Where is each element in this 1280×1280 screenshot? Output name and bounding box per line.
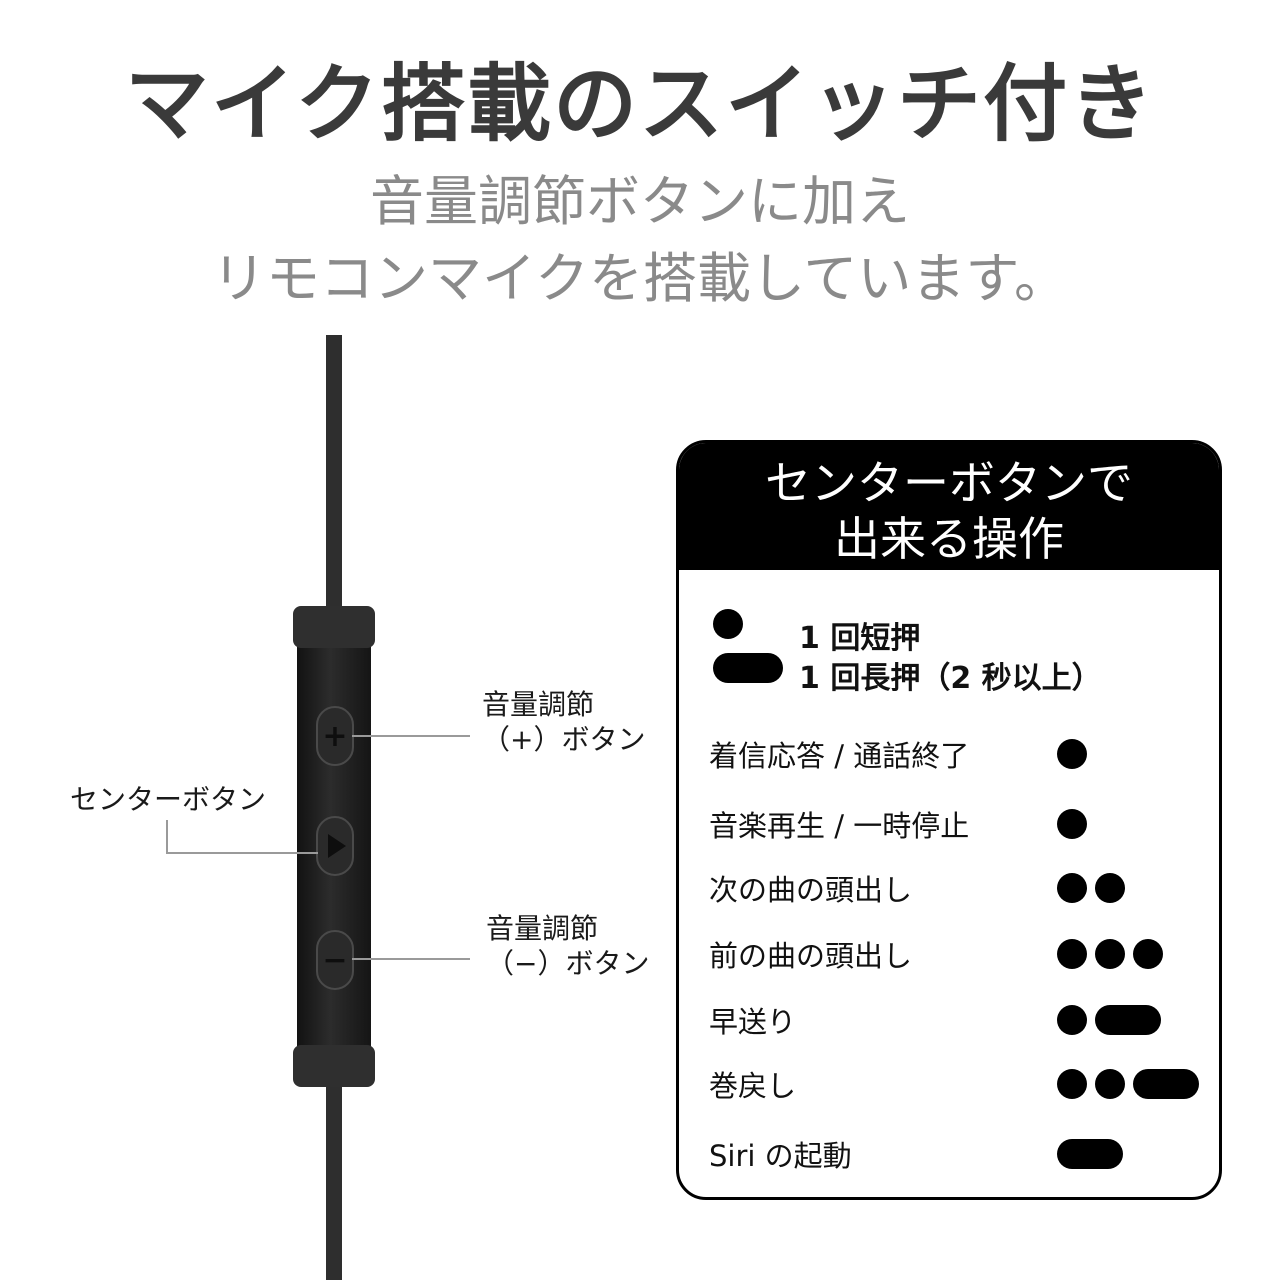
long-press-dash [1095,1005,1161,1035]
short-press-dot [1057,739,1087,769]
panel-title-line1: センターボタンで [765,456,1133,510]
plus-icon: + [322,718,348,754]
label-volume-down-line1: 音量調節 [486,912,599,945]
leader-vol-up [352,735,470,737]
cable-top [326,335,342,620]
short-press-dot [1057,1005,1087,1035]
remote-cap-top [293,606,375,648]
center-button[interactable] [316,816,354,876]
operation-label: 早送り [709,1005,797,1039]
operation-label: 前の曲の頭出し [709,939,913,973]
subline-1: 音量調節ボタンに加え [370,170,910,233]
long-press-dash [1057,1139,1123,1169]
minus-icon: − [322,942,348,978]
subline-2: リモコンマイクを搭載しています。 [212,247,1068,310]
label-volume-up: 音量調節 （+）ボタン [482,687,645,757]
operation-label: 次の曲の頭出し [709,873,913,907]
short-press-dot [1057,809,1087,839]
short-press-dot [1057,1069,1087,1099]
short-press-dot [1095,939,1125,969]
operation-label: 音楽再生 / 一時停止 [709,809,970,843]
long-press-dash [1133,1069,1199,1099]
legend-long-press-dash [713,653,783,683]
label-volume-up-line2: （+）ボタン [482,723,646,756]
label-volume-down-line2: （−）ボタン [486,947,650,980]
volume-down-button[interactable]: − [316,930,354,990]
operation-label: 着信応答 / 通話終了 [709,739,970,773]
panel-title-line2: 出来る操作 [834,512,1064,566]
label-volume-up-line1: 音量調節 [482,688,595,721]
volume-up-button[interactable]: + [316,706,354,766]
short-press-dot [1057,939,1087,969]
label-volume-down: 音量調節 （−）ボタン [486,911,649,981]
short-press-dot [1057,873,1087,903]
operations-panel: センターボタンで 出来る操作 1 回短押 1 回長押（2 秒以上） 着信応答 /… [676,440,1222,1200]
short-press-dot [1095,873,1125,903]
leader-center-horizontal [166,852,318,854]
leader-center-vertical [166,820,168,854]
operation-label: 巻戻し [709,1069,797,1103]
leader-vol-down [352,958,470,960]
operations-panel-header: センターボタンで 出来る操作 [679,443,1219,570]
label-center-button: センターボタン [70,783,267,816]
headline: マイク搭載のスイッチ付き [124,55,1156,153]
play-icon [328,834,346,858]
legend-short-press-label: 1 回短押 [799,621,921,656]
cable-bottom [326,1080,342,1280]
legend-short-press-dot [713,609,743,639]
short-press-dot [1133,939,1163,969]
operation-label: Siri の起動 [709,1139,852,1173]
legend-long-press-label: 1 回長押（2 秒以上） [799,661,1102,696]
remote-cap-bottom [293,1045,375,1087]
short-press-dot [1095,1069,1125,1099]
